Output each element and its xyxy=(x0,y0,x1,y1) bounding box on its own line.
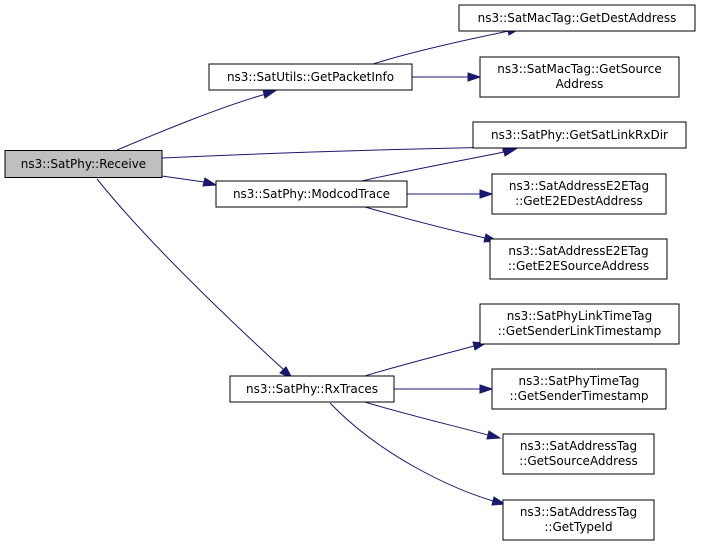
node-label: ns3::SatMacTag::GetSource xyxy=(497,62,662,76)
call-graph-nodes: ns3::SatPhy::Receive ns3::SatUtils::GetP… xyxy=(4,4,696,541)
edge-modcodtrace-gete2esourceaddress xyxy=(364,206,499,243)
node-label: ns3::SatAddressE2ETag xyxy=(509,179,649,193)
node-label: ns3::SatPhyLinkTimeTag xyxy=(507,309,652,323)
node-label: ::GetE2EDestAddress xyxy=(515,194,643,208)
edge-modcodtrace-gete2edestaddress xyxy=(406,189,494,199)
node-label: ns3::SatPhy::RxTraces xyxy=(246,382,378,396)
call-graph-edges xyxy=(96,26,523,506)
edge-receive-rxtraces xyxy=(96,178,294,380)
node-label: ::GetSenderTimestamp xyxy=(510,389,649,403)
edge-rxtraces-getsendertimestamp xyxy=(394,384,494,394)
node-label: ns3::SatPhy::GetSatLinkRxDir xyxy=(491,128,668,142)
edge-receive-getpacketinfo xyxy=(116,88,280,151)
node-label: ns3::SatMacTag::GetDestAddress xyxy=(478,11,677,25)
edge-rxtraces-addrtag-getsourceaddress xyxy=(364,401,502,440)
node-label: ns3::SatPhyTimeTag xyxy=(519,374,640,388)
node-label: ns3::SatAddressTag xyxy=(520,505,637,519)
node-label: ::GetSourceAddress xyxy=(519,454,637,468)
node-satphy-getsatlinkrxdir[interactable]: ns3::SatPhy::GetSatLinkRxDir xyxy=(472,121,687,149)
node-label: ::GetE2ESourceAddress xyxy=(508,259,649,273)
node-satphy-rxtraces[interactable]: ns3::SatPhy::RxTraces xyxy=(229,375,395,403)
edge-receive-getsatlinkrxdir xyxy=(161,142,518,159)
node-satphytimetag-getsendertimestamp[interactable]: ns3::SatPhyTimeTag ::GetSenderTimestamp xyxy=(491,368,667,410)
node-satphy-receive[interactable]: ns3::SatPhy::Receive xyxy=(4,150,163,178)
node-label: Address xyxy=(556,77,604,91)
node-sataddresse2etag-gete2edestaddress[interactable]: ns3::SatAddressE2ETag ::GetE2EDestAddres… xyxy=(491,173,667,215)
node-label: ns3::SatPhy::Receive xyxy=(21,157,146,171)
edge-receive-modcodtrace xyxy=(161,175,218,187)
node-label: ns3::SatAddressE2ETag xyxy=(508,244,648,258)
node-satutils-getpacketinfo[interactable]: ns3::SatUtils::GetPacketInfo xyxy=(208,63,413,91)
node-satmactag-getsourceaddress[interactable]: ns3::SatMacTag::GetSource Address xyxy=(479,56,680,98)
node-satmactag-getdestaddress[interactable]: ns3::SatMacTag::GetDestAddress xyxy=(458,4,696,32)
node-label: ns3::SatPhy::ModcodTrace xyxy=(233,187,390,201)
node-satphy-modcodtrace[interactable]: ns3::SatPhy::ModcodTrace xyxy=(215,180,408,208)
edge-rxtraces-gettypeid xyxy=(329,402,507,506)
node-label: ns3::SatAddressTag xyxy=(520,439,637,453)
edge-getpacketinfo-getsourceaddress xyxy=(411,72,482,82)
node-sataddresstag-gettypeid[interactable]: ns3::SatAddressTag ::GetTypeId xyxy=(502,499,655,541)
node-label: ::GetTypeId xyxy=(544,520,612,534)
node-sataddresstag-getsourceaddress[interactable]: ns3::SatAddressTag ::GetSourceAddress xyxy=(502,433,655,475)
node-satphylinktimetag-getsenderlinktimestamp[interactable]: ns3::SatPhyLinkTimeTag ::GetSenderLinkTi… xyxy=(479,303,680,345)
node-label: ns3::SatUtils::GetPacketInfo xyxy=(227,70,394,84)
edge-rxtraces-getsenderlinktimestamp xyxy=(364,341,488,377)
node-label: ::GetSenderLinkTimestamp xyxy=(498,324,662,338)
node-sataddresse2etag-gete2esourceaddress[interactable]: ns3::SatAddressE2ETag ::GetE2ESourceAddr… xyxy=(489,238,668,280)
